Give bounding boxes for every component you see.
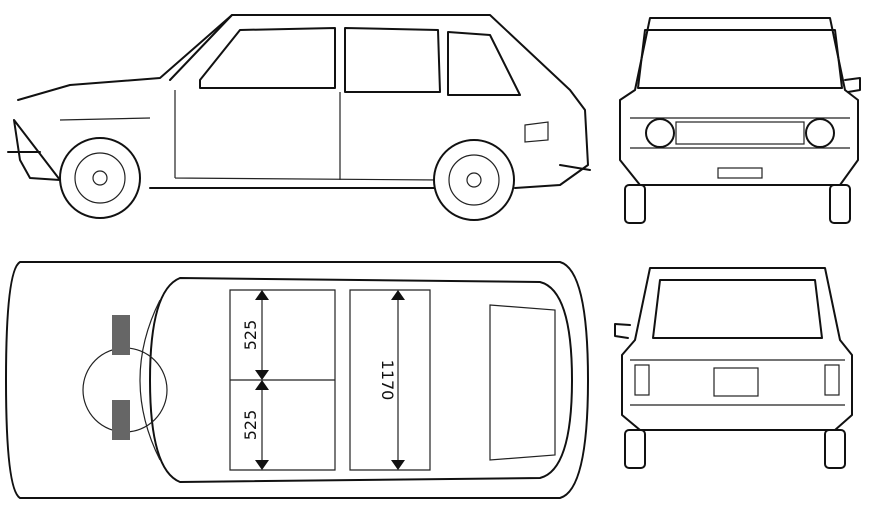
interior-length-dimension: 1170 xyxy=(378,360,397,401)
front-seat-dimension: 525 xyxy=(241,320,260,351)
rear-view xyxy=(614,267,853,469)
rear-seat-dimension: 525 xyxy=(241,410,260,441)
front-view xyxy=(619,17,861,224)
side-view xyxy=(7,14,591,221)
top-view: 525 525 1170 xyxy=(5,261,589,499)
